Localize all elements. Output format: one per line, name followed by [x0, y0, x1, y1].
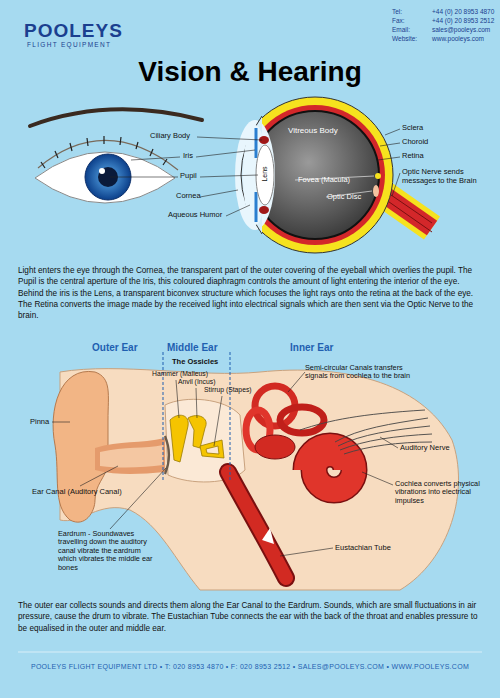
part-label: Cornea: [176, 192, 201, 201]
leader-line: [380, 437, 398, 448]
nerve-fibre: [300, 410, 425, 430]
stirrup-bone: [200, 440, 224, 458]
lens: [256, 145, 274, 205]
optic-disc: [373, 185, 379, 197]
logo-text: POOLEYS: [24, 20, 123, 42]
eye-white: [35, 152, 175, 203]
title: Vision & Hearing: [0, 56, 500, 88]
leader-lines: [110, 129, 400, 216]
part-label: Ciliary Body: [150, 132, 190, 141]
part-label: Pinna: [30, 418, 49, 427]
part-label: Fovea (Macula): [298, 176, 350, 185]
cochlea-outline: [298, 438, 362, 498]
part-label: Aqueous Humor: [168, 211, 222, 220]
region-heading: Outer Ear: [92, 342, 138, 354]
choroid: [245, 105, 385, 245]
leader-lines: [52, 372, 398, 556]
logo-subtitle: FLIGHT EQUIPMENT: [27, 41, 111, 48]
part-label: Stirrup (Stapes): [204, 386, 252, 394]
body-paragraph: Light enters the eye through the Cornea,…: [18, 265, 482, 321]
leader-line: [214, 396, 222, 446]
leader-line: [197, 137, 262, 140]
leader-line: [385, 129, 400, 135]
eustachian-tube-outline: [228, 472, 286, 578]
leader-line: [226, 205, 250, 216]
leader-line: [80, 466, 118, 486]
hammer-bone: [170, 415, 188, 462]
part-label: Cochlea converts physical vibrations int…: [395, 480, 483, 505]
part-label: Retina: [402, 152, 424, 161]
group-heading: The Ossicles: [172, 358, 218, 367]
leader-line: [196, 388, 197, 418]
anvil-bone: [188, 416, 206, 448]
eustachian-tube: [228, 472, 286, 578]
fovea: [375, 173, 381, 179]
contact-value: +44 (0) 20 8953 2512: [432, 17, 494, 24]
ciliary-body: [259, 206, 269, 214]
sclera: [237, 97, 393, 253]
part-label: Hammer (Malleus): [152, 370, 208, 378]
tube-arrow: [262, 528, 274, 544]
nerve-fibre: [335, 418, 428, 442]
ear-canal: [95, 438, 165, 474]
footer-rule: [18, 652, 482, 653]
front-eye: [30, 109, 202, 203]
region-heading: Middle Ear: [167, 342, 218, 354]
part-label: Choroid: [402, 138, 428, 147]
leader-line: [52, 422, 70, 423]
vestibule: [255, 435, 295, 459]
contact-label: Tel:: [392, 8, 402, 15]
leader-line: [380, 143, 400, 146]
part-label: Pupil: [180, 172, 197, 181]
leader-line: [200, 190, 238, 197]
part-label: Optic Nerve sends messages to the Brain: [402, 168, 490, 185]
contact-value: sales@pooleys.com: [432, 26, 490, 33]
cochlea: [298, 438, 362, 498]
contact-label: Website:: [392, 35, 417, 42]
leader-line: [378, 157, 400, 160]
part-label: Iris: [183, 152, 193, 161]
part-label: Eardrum - Soundwaves travelling down the…: [58, 530, 160, 572]
part-label: Ear Canal (Auditory Canal): [32, 488, 122, 497]
part-label: Anvil (Incus): [178, 378, 215, 386]
eyebrow: [30, 109, 202, 126]
leader-line: [176, 380, 179, 418]
leader-line: [288, 372, 305, 392]
leader-line: [280, 548, 333, 556]
part-label: Semi-circular Canals transfers signals f…: [305, 364, 415, 381]
contact-value: +44 (0) 20 8953 4870: [432, 8, 494, 15]
part-label: Eustachian Tube: [335, 544, 391, 553]
leader-line: [131, 150, 255, 160]
leader-line: [392, 173, 400, 196]
contact-label: Fax:: [392, 17, 405, 24]
part-label: Lens: [261, 159, 269, 189]
leader-line: [362, 472, 393, 485]
region-heading: Inner Ear: [290, 342, 333, 354]
part-label: Sclera: [402, 124, 423, 133]
leader-line: [110, 468, 166, 529]
contact-value: www.pooleys.com: [432, 35, 484, 42]
contact-label: Email:: [392, 26, 410, 33]
ear-canal-inner: [100, 445, 163, 468]
part-label: Optic Disc: [327, 193, 361, 202]
nerve-fibre: [338, 426, 430, 446]
highlight: [99, 168, 105, 174]
footer-text: POOLEYS FLIGHT EQUIPMENT LTD • T: 020 89…: [0, 663, 500, 671]
part-label: Auditory Nerve: [400, 444, 450, 453]
part-label: Vitreous Body: [288, 126, 338, 135]
vitreous-body: [251, 111, 379, 239]
body-paragraph: The outer ear collects sounds and direct…: [18, 600, 482, 634]
